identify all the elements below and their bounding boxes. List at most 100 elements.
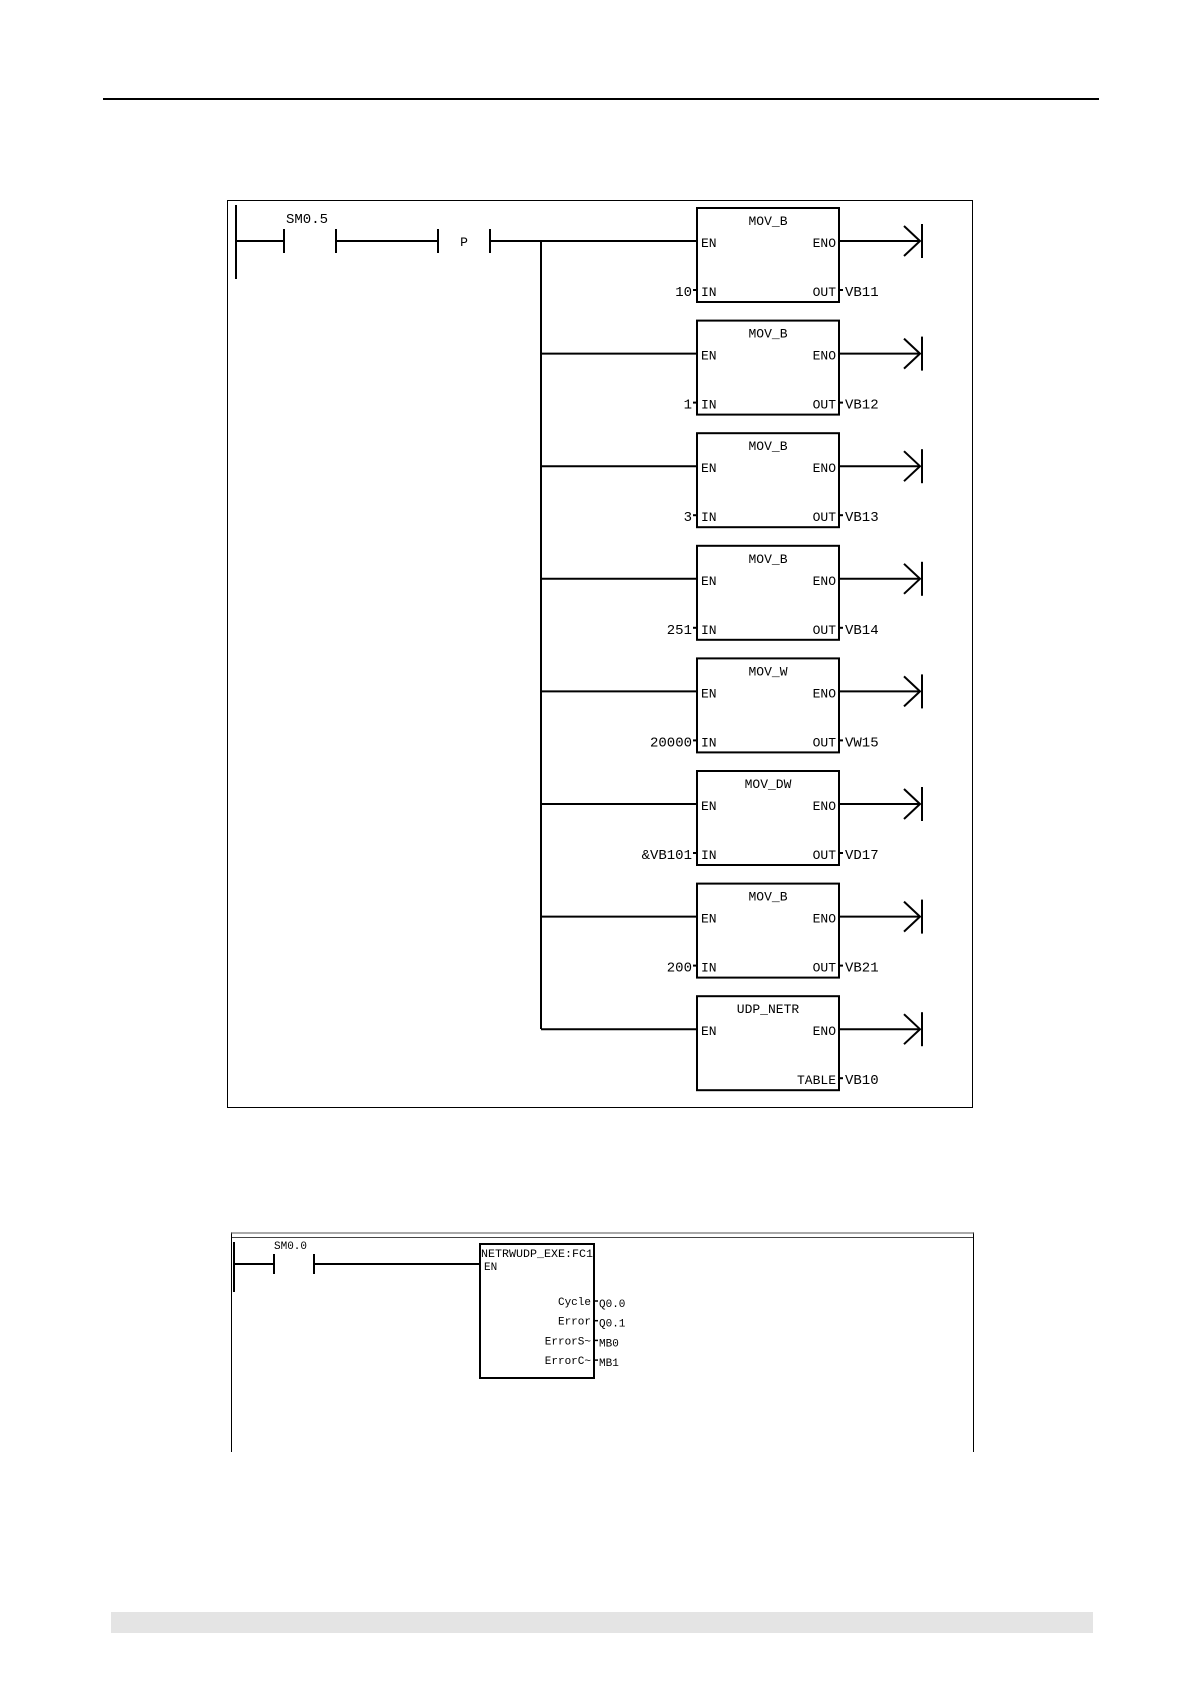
edge-label: P [460, 235, 468, 250]
block-in-label: IN [701, 735, 717, 750]
block-frame [696, 207, 840, 303]
block-en-label: EN [701, 912, 717, 927]
arrow-icon [903, 675, 922, 708]
block-title: MOV_B [748, 439, 787, 454]
arrow-icon [903, 900, 922, 933]
block-frame [696, 544, 840, 641]
arrow-icon [903, 225, 922, 257]
block-en-label: EN [701, 461, 717, 476]
block-out-value: VB14 [845, 623, 879, 639]
block-title: MOV_DW [745, 777, 792, 792]
block-in-label: IN [701, 961, 717, 976]
block-output-pin: Error Q0.1 [558, 1317, 626, 1331]
block-in-label: IN [701, 623, 717, 638]
page-header-rule [103, 98, 1099, 100]
page-footer-band [111, 1612, 1093, 1633]
block-in-value: 3 [684, 510, 692, 526]
block-in-value: 251 [667, 623, 692, 639]
block-out-label: OUT [813, 510, 837, 525]
block-out-label: OUT [813, 285, 837, 300]
block-eno-label: ENO [813, 686, 837, 701]
block-eno-label: ENO [813, 349, 837, 364]
block-out-label: OUT [813, 848, 837, 863]
block-out-label: OUT [813, 398, 837, 413]
block-en-label: EN [701, 349, 717, 364]
output-value: Q0.0 [599, 1299, 625, 1311]
block-en-label: EN [484, 1262, 497, 1274]
block-out-value: VB12 [845, 398, 879, 414]
block-out-label: OUT [813, 623, 837, 638]
block-frame [696, 882, 840, 979]
block-out-value: VB13 [845, 510, 879, 526]
block-out-value: VB21 [845, 961, 879, 977]
block-en-label: EN [701, 1024, 717, 1039]
block-in-value: 1 [684, 398, 692, 414]
output-label: ErrorC~ [545, 1356, 592, 1368]
block-title: MOV_B [748, 214, 787, 229]
block-eno-label: ENO [813, 574, 837, 589]
block-out-value: VB11 [845, 285, 879, 301]
block-in-value: 20000 [650, 735, 692, 751]
block-frame [696, 319, 840, 416]
function-block: MOV_B EN ENO IN 251 OUT VB14 [541, 544, 923, 641]
function-block: MOV_B EN ENO IN 200 OUT VB21 [541, 882, 923, 979]
block-en-label: EN [701, 686, 717, 701]
output-value: MB0 [599, 1338, 619, 1350]
block-in-label: IN [701, 848, 717, 863]
block-en-label: EN [701, 799, 717, 814]
block-title: UDP_NETR [737, 1002, 800, 1017]
arrow-icon [903, 1013, 922, 1045]
output-label: ErrorS~ [545, 1336, 592, 1348]
block-title: MOV_W [748, 664, 787, 679]
output-value: Q0.1 [599, 1319, 626, 1331]
block-in-label: IN [701, 285, 717, 300]
contact-label: SM0.0 [274, 1241, 307, 1253]
block-in-value: 200 [667, 961, 692, 977]
block-eno-label: ENO [813, 461, 837, 476]
block-title: MOV_B [748, 890, 787, 905]
block-eno-label: ENO [813, 912, 837, 927]
block-output-pin: ErrorC~ MB1 [545, 1356, 619, 1370]
block-en-label: EN [701, 236, 717, 251]
arrow-icon [903, 337, 922, 370]
block-frame [696, 995, 840, 1092]
block-output-pin: Cycle Q0.0 [558, 1297, 625, 1311]
block-out-value: VW15 [845, 735, 879, 751]
block-eno-label: ENO [813, 799, 837, 814]
contact-label: SM0.5 [286, 212, 328, 228]
block-in-value: &VB101 [642, 848, 692, 864]
function-block [479, 1243, 595, 1379]
block-out-value: VB10 [845, 1073, 879, 1089]
block-title: MOV_B [748, 552, 787, 567]
arrow-icon [903, 563, 922, 595]
function-block: MOV_B EN ENO IN 3 OUT VB13 [541, 432, 923, 529]
function-block: MOV_B EN ENO IN 1 OUT VB12 [541, 319, 923, 416]
output-value: MB1 [599, 1358, 619, 1370]
network-separator [232, 1237, 973, 1238]
function-block: MOV_W EN ENO IN 20000 OUT VW15 [541, 657, 923, 754]
block-in-label: IN [701, 398, 717, 413]
function-block: MOV_DW EN ENO IN&VB101 OUT VD17 [541, 770, 923, 866]
output-label: Cycle [558, 1297, 591, 1309]
block-out-label: OUT [813, 735, 837, 750]
block-output-pin: ErrorS~ MB0 [545, 1336, 619, 1350]
block-title: MOV_B [748, 327, 787, 342]
block-en-label: EN [701, 574, 717, 589]
block-eno-label: ENO [813, 236, 837, 251]
output-label: Error [558, 1317, 591, 1329]
ladder-diagram-2: SM0.0 NETRWUDP_EXE:FC1 EN Cycle Q0.0Error… [233, 1241, 626, 1379]
arrow-icon [903, 788, 922, 820]
block-in-label: IN [701, 510, 717, 525]
block-out-label: OUT [813, 961, 837, 976]
block-frame [696, 657, 840, 754]
block-out-value: VD17 [845, 848, 879, 864]
block-eno-label: ENO [813, 1024, 837, 1039]
block-frame [696, 432, 840, 529]
block-frame [696, 770, 840, 866]
block-title: NETRWUDP_EXE:FC1 [481, 1249, 593, 1261]
arrow-icon [903, 450, 922, 482]
